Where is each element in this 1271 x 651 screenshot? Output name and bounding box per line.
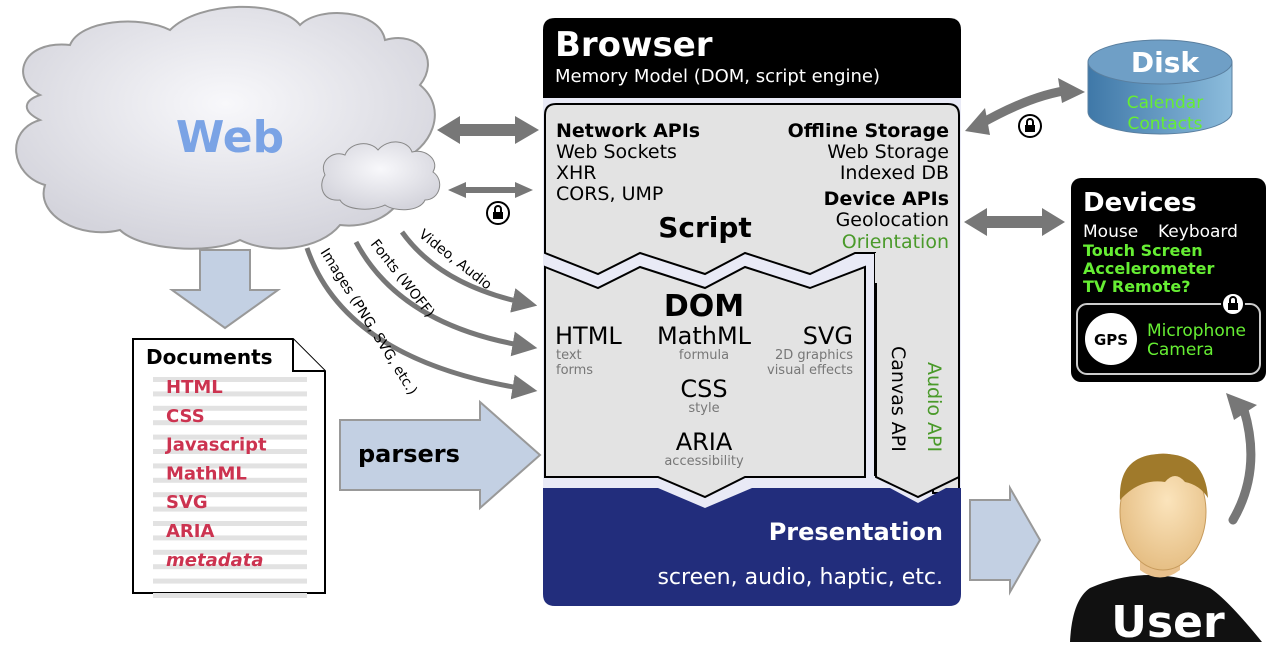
document-line — [153, 535, 307, 541]
device-api-item: Geolocation — [836, 209, 949, 231]
dom-panel — [544, 265, 866, 499]
gps-badge — [1085, 313, 1137, 365]
device-item: Touch Screen — [1083, 241, 1203, 260]
document-line — [153, 521, 307, 526]
document-line — [153, 391, 307, 397]
document-item: metadata — [166, 550, 264, 571]
document-item: SVG — [166, 492, 208, 513]
devices-lock-icon — [1221, 292, 1245, 316]
device-apis-heading: Device APIs — [824, 188, 949, 210]
web-cloud: Web — [15, 5, 436, 250]
web-browser-arrow — [437, 116, 539, 144]
document-line — [153, 477, 307, 483]
devices-title: Devices — [1083, 188, 1197, 218]
document-item: MathML — [166, 463, 247, 484]
gps-label: GPS — [1094, 331, 1128, 349]
secure-cloud-browser-arrow — [448, 182, 533, 198]
browser-disk-arrow — [965, 78, 1085, 135]
audio-api-label: Audio API — [923, 362, 945, 452]
device-api-item-orientation: Orientation — [842, 231, 949, 253]
dom-aria-sub: accessibility — [664, 454, 744, 469]
dom-svg-title: SVG — [803, 322, 853, 350]
device-microphone: Microphone — [1147, 321, 1246, 341]
user-devices-arrow — [1226, 393, 1257, 525]
secure-devices-group — [1076, 303, 1261, 375]
small-cloud — [321, 141, 441, 211]
web-label: Web — [176, 112, 284, 163]
document-line — [153, 463, 307, 469]
dom-label: DOM — [664, 289, 744, 324]
disk-item: Contacts — [1128, 114, 1203, 134]
web-to-documents-arrow — [168, 249, 282, 330]
dom-mathml-title: MathML — [657, 322, 752, 350]
disk-lock-icon — [1018, 114, 1042, 138]
images-arrow — [304, 247, 538, 400]
documents-card — [132, 338, 326, 598]
browser-devices-arrow — [964, 208, 1065, 236]
fonts-label: Fonts (WOFF) — [367, 237, 438, 321]
presentation-to-user-arrow — [969, 484, 1042, 596]
canvas-api-label: Canvas API — [887, 346, 909, 452]
browser-title: Browser — [555, 25, 713, 65]
fonts-arrow — [353, 240, 538, 357]
document-line — [153, 593, 307, 598]
presentation-subtitle: screen, audio, haptic, etc. — [657, 565, 943, 590]
dom-html-sub: text — [556, 348, 582, 363]
network-api-item: Web Sockets — [556, 141, 677, 163]
network-apis-heading: Network APIs — [556, 120, 700, 142]
document-line — [153, 578, 307, 584]
document-line — [153, 434, 307, 440]
offline-storage-heading: Offline Storage — [788, 120, 949, 142]
presentation-title: Presentation — [769, 518, 943, 546]
disk-item: Calendar — [1127, 93, 1203, 113]
network-api-item: XHR — [556, 162, 597, 184]
user-label: User — [1111, 597, 1225, 648]
lock-icon — [486, 201, 510, 225]
offline-storage-item: Indexed DB — [840, 162, 949, 184]
browser-subtitle: Memory Model (DOM, script engine) — [555, 66, 880, 87]
dom-css-title: CSS — [680, 375, 727, 403]
document-item: Javascript — [164, 435, 267, 456]
device-item: TV Remote? — [1083, 277, 1190, 296]
script-panel — [544, 103, 960, 494]
network-api-item: CORS, UMP — [556, 183, 663, 205]
script-label: Script — [658, 211, 752, 244]
offline-storage-item: Web Storage — [827, 141, 949, 163]
device-mouse: Mouse — [1083, 222, 1138, 242]
resource-arrows — [304, 230, 538, 400]
document-line — [153, 492, 307, 498]
device-keyboard: Keyboard — [1158, 222, 1238, 242]
canvas-audio-fill — [875, 253, 960, 283]
device-item: Accelerometer — [1083, 259, 1214, 278]
document-item: HTML — [166, 377, 223, 398]
dom-svg-sub: 2D graphics — [775, 348, 853, 363]
presentation-panel — [543, 488, 961, 606]
dom-html-title: HTML — [555, 322, 622, 350]
disk-icon — [1087, 39, 1233, 135]
device-camera: Camera — [1147, 340, 1214, 360]
document-line — [153, 564, 307, 570]
dom-svg-sub: visual effects — [767, 363, 853, 378]
document-line — [153, 420, 307, 426]
documents-title: Documents — [146, 345, 273, 369]
document-line — [153, 449, 307, 454]
disk-title: Disk — [1131, 46, 1201, 79]
parsers-label: parsers — [358, 440, 460, 468]
user-avatar — [1070, 453, 1262, 642]
dom-css-sub: style — [688, 401, 719, 416]
dom-aria-title: ARIA — [676, 428, 733, 456]
dom-html-sub: forms — [556, 363, 593, 378]
parsers-arrow — [339, 399, 542, 511]
document-line — [153, 377, 307, 382]
document-line — [153, 405, 307, 411]
document-item: ARIA — [166, 521, 214, 542]
document-line — [153, 549, 307, 555]
document-item: CSS — [166, 406, 205, 427]
document-line — [153, 506, 307, 512]
dom-mathml-sub: formula — [679, 348, 729, 363]
video-audio-arrow — [399, 230, 538, 313]
